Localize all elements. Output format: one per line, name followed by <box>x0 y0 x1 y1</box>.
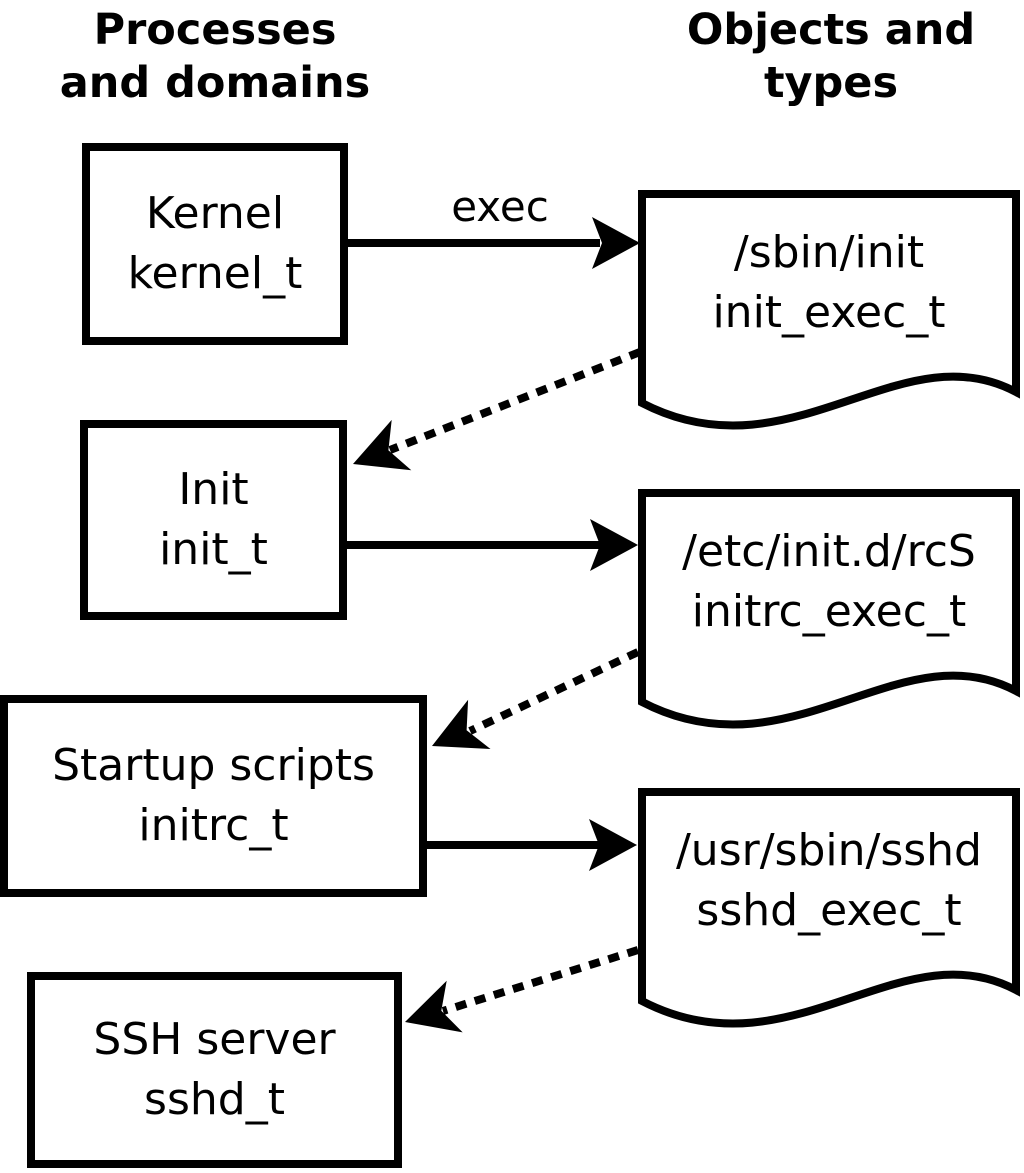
header-line: Objects and <box>686 5 976 55</box>
object-node-usr-sbin-sshd: /usr/sbin/sshd sshd_exec_t <box>642 821 1016 941</box>
process-label: Kernel <box>145 188 285 239</box>
column-header-processes: Processes and domains <box>30 4 400 110</box>
process-label: Startup scripts <box>52 740 375 791</box>
process-node-ssh-server: SSH server sshd_t <box>27 972 402 1168</box>
header-line: types <box>763 58 899 108</box>
document-shape-etc-initd-rcs <box>638 489 1020 729</box>
header-line: and domains <box>59 58 371 108</box>
object-type: initrc_exec_t <box>691 586 967 637</box>
object-node-sbin-init: /sbin/init init_exec_t <box>642 223 1016 343</box>
dotted-arrow-sshd-exec-to-sshd <box>405 946 640 1033</box>
object-node-etc-initd-rcs: /etc/init.d/rcS initrc_exec_t <box>642 522 1016 642</box>
solid-arrow-init-to-initrc-exec <box>347 519 638 571</box>
object-path: /usr/sbin/sshd <box>675 825 982 876</box>
dotted-arrow-initrc-exec-to-initrc <box>432 648 640 749</box>
process-node-startup-scripts: Startup scripts initrc_t <box>0 695 427 897</box>
process-domain: kernel_t <box>127 248 303 299</box>
solid-arrow-initrc-to-sshd-exec <box>427 819 637 871</box>
document-shape-sbin-init <box>638 190 1020 430</box>
object-type: init_exec_t <box>712 287 946 338</box>
edge-label-exec: exec <box>451 182 549 231</box>
process-domain: sshd_t <box>144 1074 285 1125</box>
process-node-kernel: Kernel kernel_t <box>82 143 348 345</box>
document-shape-usr-sbin-sshd <box>638 788 1020 1028</box>
header-line: Processes <box>93 5 337 55</box>
object-path: /etc/init.d/rcS <box>682 526 976 577</box>
solid-arrow-kernel-to-init-exec <box>348 217 640 269</box>
process-node-init: Init init_t <box>80 420 347 620</box>
object-type: sshd_exec_t <box>696 885 962 936</box>
process-domain: initrc_t <box>138 800 289 851</box>
column-header-objects: Objects and types <box>640 4 1022 110</box>
process-label: Init <box>178 464 249 515</box>
process-label: SSH server <box>93 1014 336 1065</box>
process-domain: init_t <box>159 524 268 575</box>
object-path: /sbin/init <box>733 227 925 278</box>
dotted-arrow-init-exec-to-init <box>353 348 642 471</box>
